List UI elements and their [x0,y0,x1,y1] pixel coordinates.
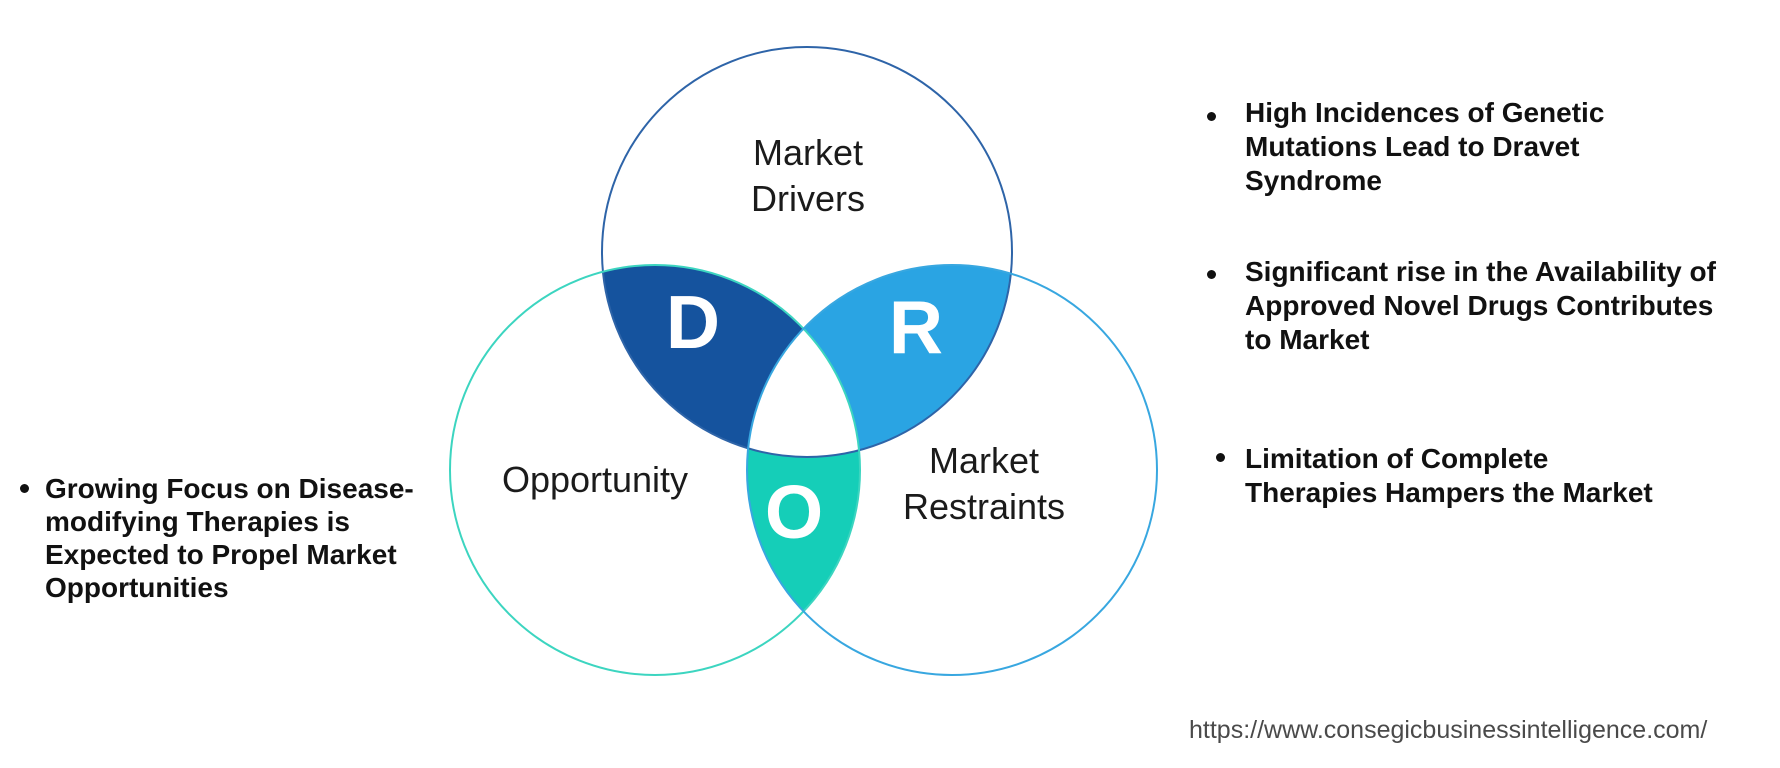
bullet-dot [1216,453,1225,462]
opportunity-circle-outline [449,264,861,676]
source-url: https://www.consegicbusinessintelligence… [1189,716,1708,744]
driver-bullet-text-1: High Incidences of Genetic Mutations Lea… [1245,97,1605,196]
triple-intersection [748,329,859,457]
market-restraints-label: Market Restraints [902,440,1066,527]
opportunity-bullet-text: Growing Focus on Disease- modifying Ther… [45,473,414,603]
restraint-bullet-text: Limitation of Complete Therapies Hampers… [1245,443,1653,508]
opportunity-label: Opportunity [501,459,689,500]
restraints-lens-letter: R [889,285,943,369]
driver-bullet-text-2: Significant rise in the Availability of … [1245,256,1716,355]
opportunity-lens-letter: O [765,470,823,554]
bullet-dot [20,484,29,493]
drivers-circle-outline [601,46,1013,458]
market-drivers-label: Market Drivers [751,132,865,219]
drivers-lens-letter: D [666,280,720,364]
bullet-dot [1207,112,1216,121]
restraints-circle-outline [746,264,1158,676]
bullet-dot [1207,270,1216,279]
